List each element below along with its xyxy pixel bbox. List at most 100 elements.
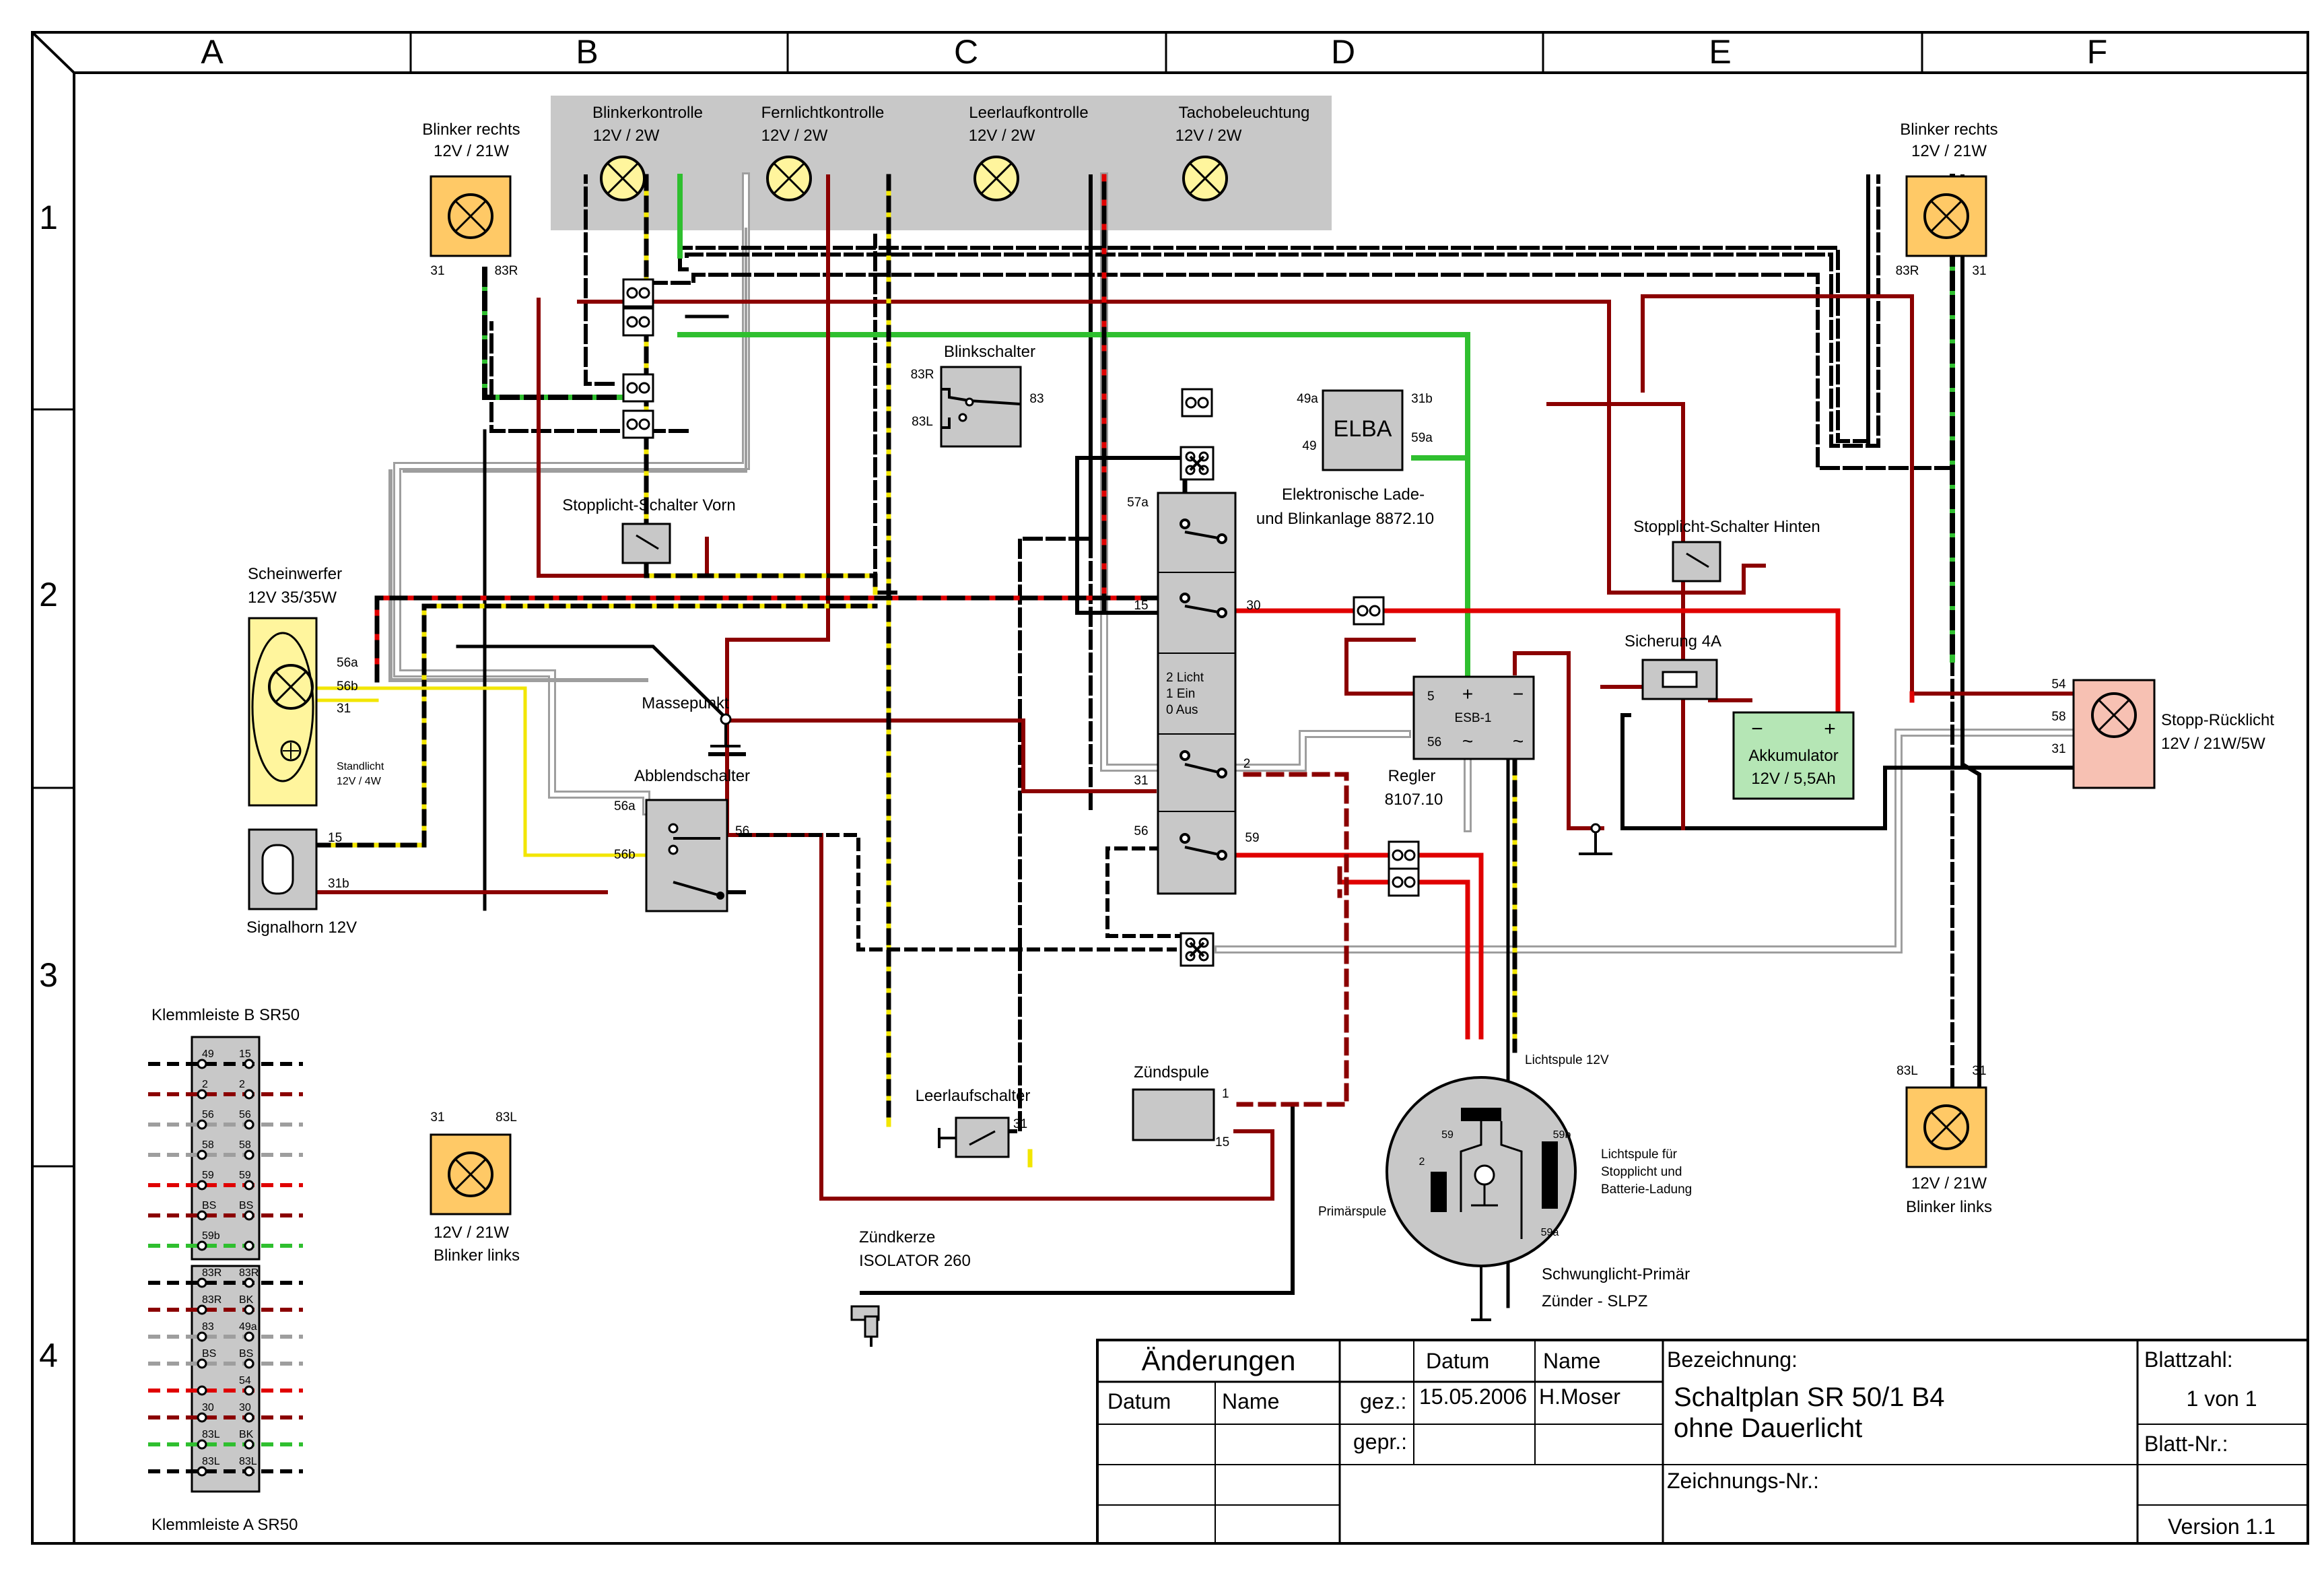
lamp-name: Fernlichtkontrolle — [761, 104, 885, 122]
lamp-spec: 12V / 21W — [434, 142, 509, 160]
massepunkt-label: Massepunkt — [642, 694, 729, 712]
terminal-label: 1 — [1222, 1087, 1229, 1101]
lamp-spec: 12V / 2W — [593, 127, 660, 145]
drawing-title: Schaltplan SR 50/1 B4 — [1674, 1382, 1944, 1412]
regler: 5 + − ESB-1 56 ~ ~ Regler 8107.10 — [1385, 675, 1535, 809]
terminal-screw — [244, 1412, 254, 1423]
terminal-label: 56 — [735, 824, 749, 838]
elba-unit: ELBA 49a 49 31b 59a Elektronische Lade- … — [1256, 389, 1434, 528]
lamp-name: Tachobeleuchtung — [1179, 104, 1310, 122]
terminal-label: 83L — [239, 1456, 257, 1467]
blinker-links-right: 83L 31 12V / 21W Blinker links — [1896, 1064, 1992, 1216]
terminal-label: 31 — [1013, 1117, 1027, 1131]
component-name: Zündkerze — [859, 1228, 935, 1246]
title-block — [1096, 1339, 2309, 1545]
terminal-row: 59b — [148, 1230, 303, 1251]
terminal-label: BS — [202, 1200, 216, 1211]
terminal-screw — [197, 1439, 207, 1450]
terminal-label: 56 — [1427, 735, 1441, 749]
terminal-label: BK — [239, 1294, 254, 1306]
component-name: Akkumulator — [1748, 747, 1838, 765]
terminal-screw — [244, 1466, 254, 1477]
blatt-nr-label: Blatt-Nr.: — [2144, 1432, 2228, 1456]
gez-label: gez.: — [1360, 1389, 1406, 1413]
terminal-screw — [197, 1358, 207, 1369]
zuendschloss: 57a 15 30 2 Licht 1 Ein 0 Aus 31 2 56 59 — [1127, 492, 1261, 895]
terminal-screw — [197, 1089, 207, 1100]
terminal-label: 56b — [337, 679, 358, 694]
terminal-label: BK — [239, 1429, 254, 1440]
terminal-row: 83L 83L — [148, 1456, 303, 1477]
ac-symbol: ~ — [1462, 731, 1473, 751]
terminal-label: 83R — [239, 1267, 259, 1279]
col-label-d: D — [1331, 33, 1355, 71]
terminal-label: 59 — [1441, 1129, 1454, 1141]
terminal-label: 31 — [1972, 1064, 1986, 1078]
bezeichnung-label: Bezeichnung: — [1667, 1347, 1798, 1372]
terminal-label: 31 — [1972, 264, 1986, 278]
ac-symbol: ~ — [1513, 731, 1524, 751]
terminal-label: 31 — [430, 1110, 444, 1125]
terminal-screw — [244, 1089, 254, 1100]
terminal-label: 59 — [202, 1170, 214, 1181]
terminal-label: 83 — [202, 1321, 214, 1333]
terminal-screw — [244, 1385, 254, 1396]
terminal-label: 58 — [2051, 710, 2065, 724]
terminal-screw — [197, 1240, 207, 1251]
terminal-label: 56a — [614, 799, 636, 813]
zeichnungs-nr-label: Zeichnungs-Nr.: — [1667, 1469, 1819, 1493]
lamp-name: Blinker links — [434, 1246, 520, 1265]
lamp-name: Leerlaufkontrolle — [969, 104, 1088, 122]
terminal-label: 83L — [202, 1456, 220, 1467]
blattzahl-label: Blattzahl: — [2144, 1347, 2233, 1372]
terminal-label: 56 — [239, 1109, 251, 1121]
lamp-name: Blinkerkontrolle — [592, 104, 703, 122]
terminal-label: 31b — [1411, 392, 1433, 406]
gez-name: H.Moser — [1539, 1384, 1620, 1409]
lamp-spec: 12V / 2W — [1175, 127, 1242, 145]
terminal-label: 57a — [1127, 496, 1149, 510]
terminal-label: 58 — [239, 1139, 251, 1151]
col-label-b: B — [576, 33, 598, 71]
datum-header: Datum — [1426, 1349, 1489, 1373]
terminal-screw — [197, 1277, 207, 1288]
sicherung: Sicherung 4A — [1625, 632, 1721, 700]
terminal-label: 49 — [1302, 439, 1316, 453]
terminal-label: 59a — [1411, 431, 1433, 445]
col-label-e: E — [1709, 33, 1731, 71]
elba-label: ELBA — [1334, 416, 1392, 442]
component-spec: 12V 35/35W — [248, 589, 337, 607]
terminal-label: 49 — [202, 1048, 214, 1060]
row-label-2: 2 — [39, 576, 58, 613]
ground-symbol — [1579, 823, 1612, 855]
grid-labels: A B C D E F 1 2 3 4 — [39, 33, 2107, 1374]
terminal-label: 2 — [1243, 757, 1251, 771]
terminal-label: BS — [239, 1348, 253, 1360]
lamp-spec: 12V / 21W — [1911, 142, 1987, 160]
plus-sign: + — [1462, 683, 1473, 704]
col-label-a: A — [201, 33, 224, 71]
component-name: Sicherung 4A — [1625, 632, 1721, 650]
component-spec: 12V / 5,5Ah — [1751, 770, 1835, 788]
scheinwerfer: Scheinwerfer 12V 35/35W 56a 56b 31 Stand… — [248, 565, 384, 807]
terminal-label: 31 — [2051, 742, 2065, 756]
terminal-label: 2 — [202, 1079, 208, 1090]
terminal-label: 49a — [239, 1321, 257, 1333]
generator-name: Schwunglicht-Primär — [1542, 1265, 1690, 1283]
generator-name: Zünder - SLPZ — [1542, 1292, 1647, 1310]
lichtspule2-label: Lichtspule für — [1601, 1147, 1678, 1162]
drawing-subtitle: ohne Dauerlicht — [1674, 1413, 1862, 1443]
terminal-screw — [244, 1059, 254, 1069]
minus-sign: − — [1513, 683, 1524, 704]
signalhorn: 15 31b Signalhorn 12V — [246, 828, 357, 937]
switch-position: 2 Licht — [1166, 671, 1204, 685]
terminal-row: 83R BK — [148, 1294, 303, 1315]
terminal-label: 83R — [202, 1294, 221, 1306]
terminal-screw — [197, 1331, 207, 1342]
col-label-f: F — [2087, 33, 2108, 71]
